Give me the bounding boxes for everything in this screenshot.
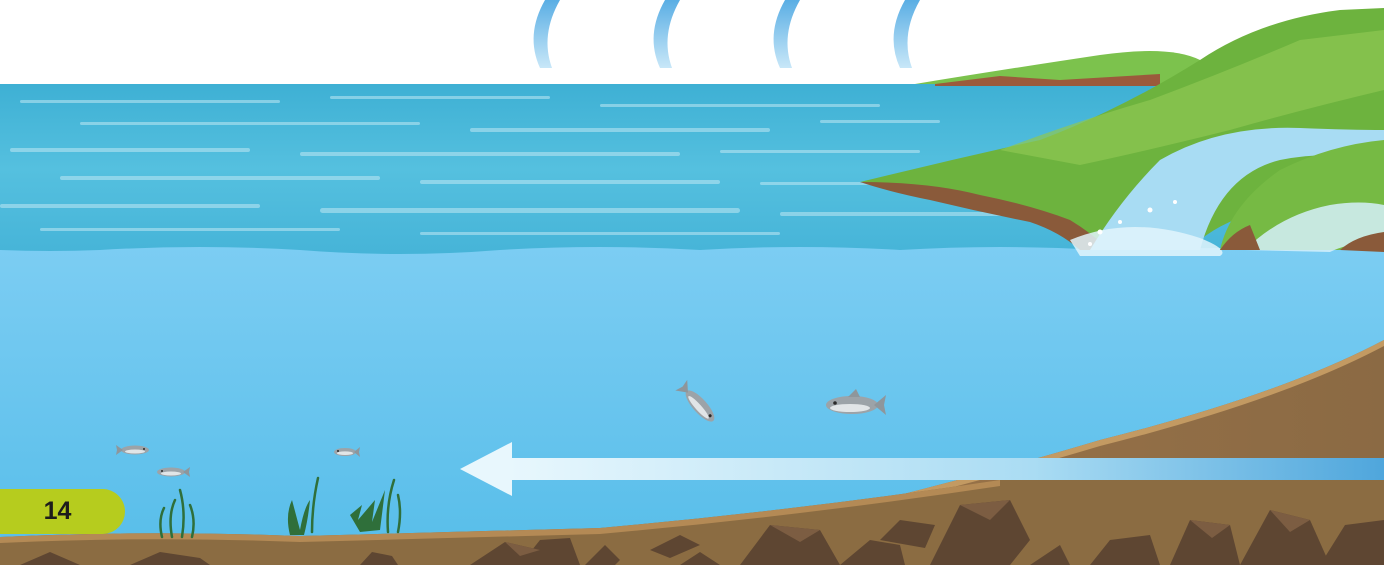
page-number-badge: 14 <box>0 489 125 534</box>
page-number: 14 <box>44 497 82 526</box>
